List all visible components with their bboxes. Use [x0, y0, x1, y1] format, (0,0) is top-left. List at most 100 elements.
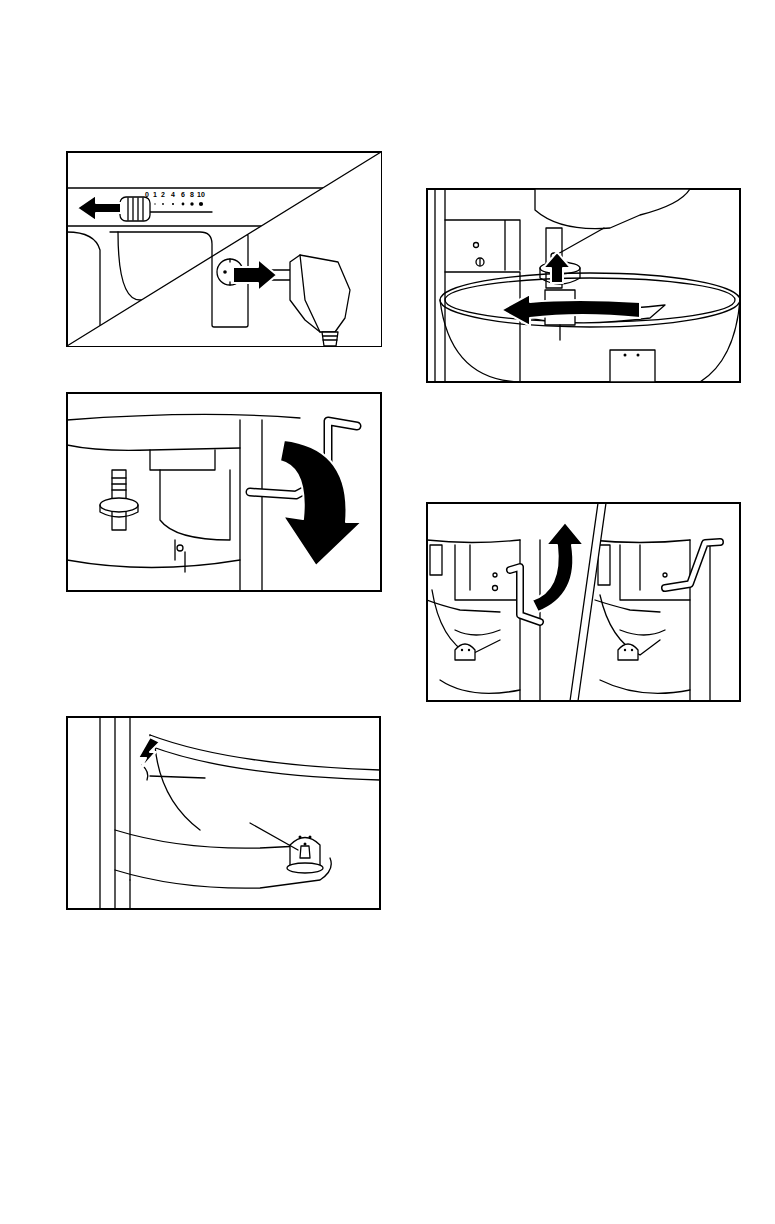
leader-line [250, 823, 298, 850]
beater-removal-panel-part [435, 189, 740, 382]
lever-raising-panel-part-part [620, 545, 690, 600]
lever-raising-panel-part-part [455, 630, 500, 635]
wall-outlet-part [67, 152, 381, 346]
lever-raising-panel-part-part [620, 630, 665, 635]
lever-lowering-panel-part-part [100, 505, 138, 517]
lever-raising-panel-part-part [468, 649, 470, 651]
bowl-mount-panel-part [100, 717, 380, 909]
beater-removal-panel-part-part [445, 272, 520, 382]
bowl-mount-panel-part [67, 717, 380, 909]
lever-raising-panel-part-part [430, 545, 442, 575]
lever-raising-panel-part-part [427, 600, 500, 612]
beater-removal-panel-part-part [435, 189, 445, 382]
lever-raising-panel-part-part [493, 573, 497, 577]
up-arrow [543, 252, 571, 283]
seat-arrow [138, 737, 160, 770]
lever-raising-panel-part [570, 503, 606, 701]
lever-lowering-panel-part-part [112, 478, 126, 490]
lower-arrow [280, 440, 362, 566]
bowl-mount-panel-part-part [155, 746, 200, 830]
lever-lowering-panel-part [67, 393, 381, 591]
speed-number: 8 [190, 191, 194, 198]
bowl-mount-panel-part-part [100, 717, 115, 909]
lever-raising-panel-part [590, 540, 720, 701]
bowl-mount-panel [67, 717, 380, 909]
wall-outlet-part [223, 270, 227, 274]
speed-number: 0 [145, 191, 149, 198]
beater-removal-panel-part-part [445, 220, 520, 270]
lever-raising-panel-part-part [461, 649, 463, 651]
locating-pin-part [300, 846, 310, 858]
beater-removal-panel-part-part [474, 243, 479, 248]
beater-removal-panel-part-part [637, 354, 640, 357]
pull-arrow [77, 195, 121, 221]
lever-raising-panel-part [427, 503, 740, 701]
bowl-mount-panel-part-part [129, 717, 130, 880]
lever-lowering-panel-part-part [150, 450, 215, 470]
lever-raising-panel-part-part [510, 567, 540, 622]
wall-outlet-part [322, 332, 338, 346]
mixer-head-part [145, 211, 212, 212]
wall-outlet-part [229, 259, 230, 285]
lever-lowering-panel-part-part [67, 445, 240, 450]
beater-removal-panel-part-part [535, 189, 690, 229]
speed-dots-part [172, 203, 174, 205]
lever-raising-panel-part-part [624, 649, 626, 651]
lever-lowering-panel-part [67, 414, 362, 591]
speed-number: 1 [153, 191, 157, 198]
locating-pin-part [309, 836, 312, 839]
beater-removal-panel-part [427, 189, 740, 382]
speed-knob [120, 197, 150, 221]
speed-control-panel [67, 152, 381, 346]
speed-dots [146, 202, 203, 206]
leader-line [556, 228, 604, 255]
lever-raising-panel-part-part [590, 540, 690, 543]
speed-dots-part [199, 202, 203, 206]
speed-control-panel-part [67, 152, 381, 346]
unplug-arrow [233, 259, 277, 291]
beater-removal-panel-part-part [559, 325, 560, 340]
speed-dots-part [162, 203, 164, 205]
speed-dots-part [154, 203, 155, 204]
beater-removal-panel-part-part [610, 350, 655, 382]
lever-raising-panel-part-part [665, 542, 720, 588]
wall-outlet [67, 152, 381, 346]
wall-outlet-part [300, 255, 320, 332]
speed-knob-part [120, 197, 150, 221]
lever-raising-panel-part-part [427, 540, 520, 543]
lever-lowering-panel-part-part [177, 545, 183, 551]
lever-raising-panel-part-part [455, 644, 475, 660]
lever-lowering-panel-part-part [160, 470, 230, 540]
speed-number: 6 [181, 191, 185, 198]
locating-pin-part [287, 863, 323, 873]
beater-removal-panel-part-part [624, 354, 627, 357]
beater-removal-panel-part-part [476, 258, 484, 266]
lever-raising-panel-part-part [665, 542, 720, 588]
speed-number: 10 [197, 191, 205, 198]
speed-control-panel-part [67, 152, 381, 346]
raise-arrow [532, 522, 584, 612]
lever-raising-panel-part-part [510, 567, 540, 622]
wall-outlet-part [323, 336, 337, 340]
speed-number: 2 [161, 191, 165, 198]
lever-lowering-panel-part-part [175, 540, 185, 572]
lever-lowering-panel-part-part [67, 414, 300, 420]
lever-raising-panel-part-part [618, 644, 638, 660]
bowl-mount-panel-part-part [129, 880, 130, 909]
speed-number: 4 [171, 191, 175, 198]
lever-raising-panel-part [427, 522, 584, 701]
lever-raising-panel-part-part [600, 680, 690, 693]
bowl-mount-panel-part-part [150, 746, 380, 780]
lever-lowering-panel-part-part [67, 560, 240, 568]
speed-knob-part [128, 198, 143, 220]
lever-lowering-panel-part-part [100, 498, 138, 512]
lever-raising-panel [427, 503, 740, 701]
locating-pin-part [304, 843, 307, 846]
speed-dots-part [190, 202, 193, 205]
lever-raising-panel-part-part [493, 586, 498, 591]
speed-dots-part [182, 203, 185, 206]
wall-outlet-part [290, 255, 350, 332]
